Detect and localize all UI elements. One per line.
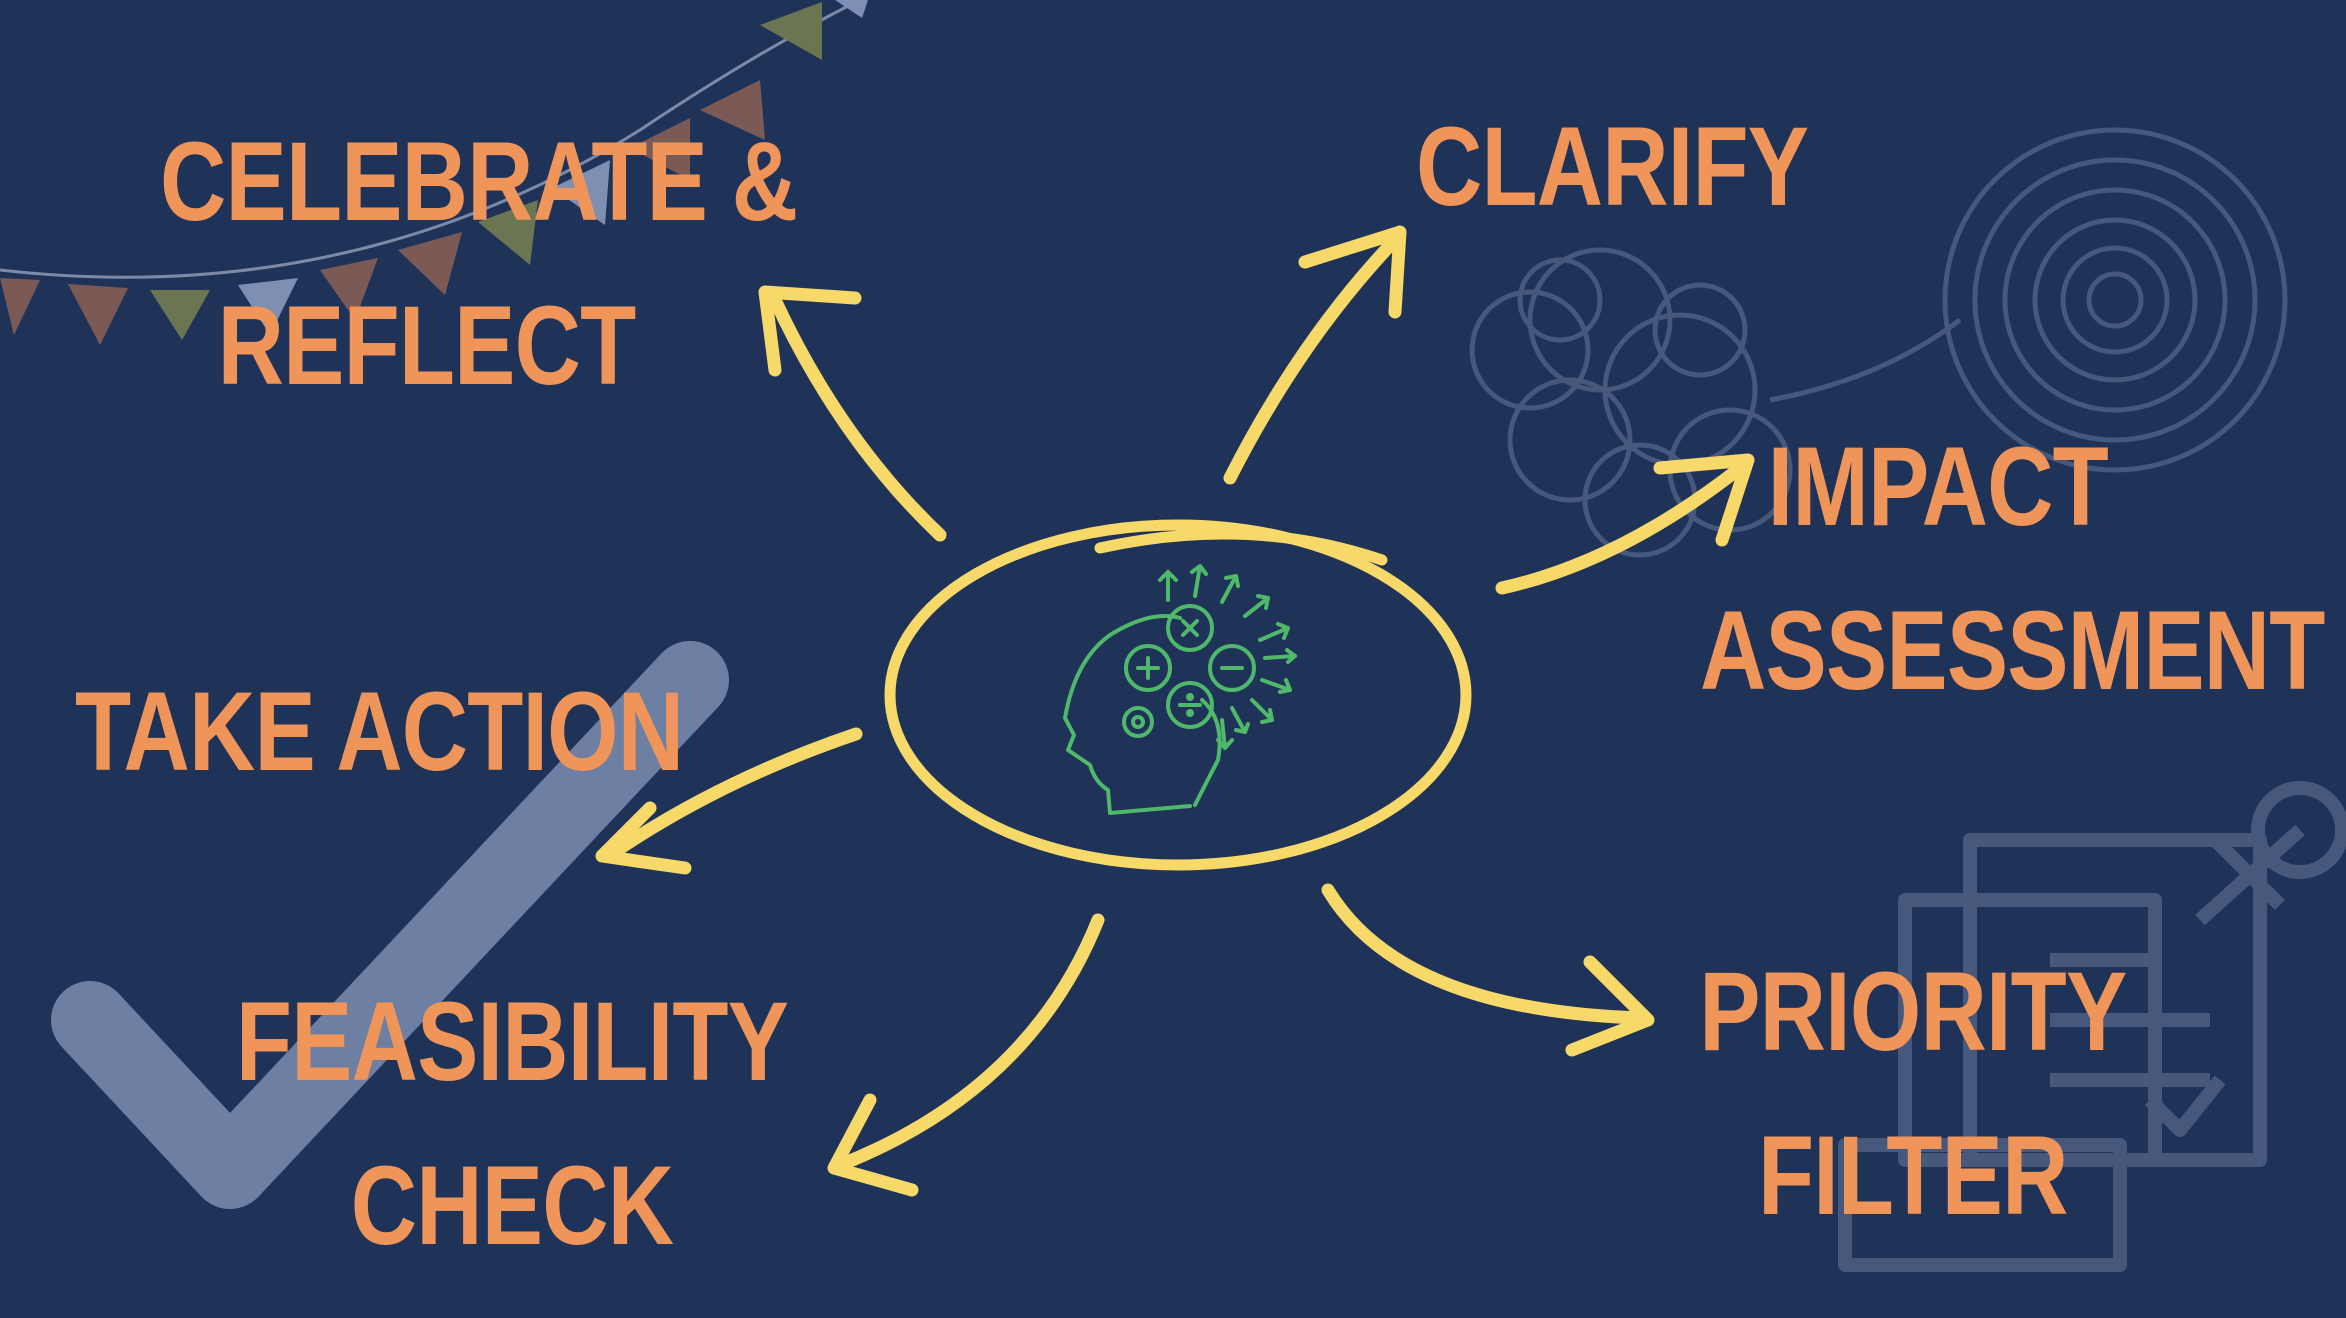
label-priority-filter: PRIORITY FILTER [1675, 930, 2151, 1258]
label-feasibility-check-line1: FEASIBILITY [235, 979, 789, 1104]
label-celebrate-reflect: CELEBRATE & REFLECT [160, 100, 798, 428]
label-priority-filter-line2: FILTER [1757, 1113, 2068, 1238]
label-impact-assessment: IMPACT ASSESSMENT [1700, 405, 2325, 733]
label-celebrate-reflect-line2: REFLECT [217, 283, 637, 408]
arrow-to-clarify [1223, 225, 1407, 485]
label-feasibility-check: FEASIBILITY CHECK [225, 960, 799, 1288]
arrow-to-feasibility-check [827, 913, 1105, 1197]
label-priority-filter-line1: PRIORITY [1699, 949, 2127, 1074]
label-take-action-line1: TAKE ACTION [75, 669, 684, 794]
arrow-to-impact-assessment [1495, 453, 1755, 595]
clipboard-decoration-icon [1838, 781, 2346, 1272]
label-take-action: TAKE ACTION [75, 650, 684, 814]
arrow-to-take-action [595, 727, 863, 875]
head-with-math-symbols-icon [1063, 564, 1297, 815]
arrow-to-celebrate-reflect [758, 285, 947, 542]
label-impact-assessment-line2: ASSESSMENT [1700, 588, 2325, 713]
checkmark-decoration-icon [51, 641, 729, 1209]
arrow-to-priority-filter [1321, 883, 1655, 1057]
label-clarify-line1: CLARIFY [1416, 104, 1809, 229]
tangle-spiral-decoration-icon [1469, 127, 2288, 558]
center-ellipse [884, 519, 1472, 871]
label-impact-assessment-line1: IMPACT [1767, 424, 2109, 549]
label-celebrate-reflect-line1: CELEBRATE & [160, 119, 798, 244]
label-clarify: CLARIFY [1416, 85, 1809, 249]
bunting-decoration [0, 0, 868, 345]
label-feasibility-check-line2: CHECK [350, 1143, 674, 1268]
